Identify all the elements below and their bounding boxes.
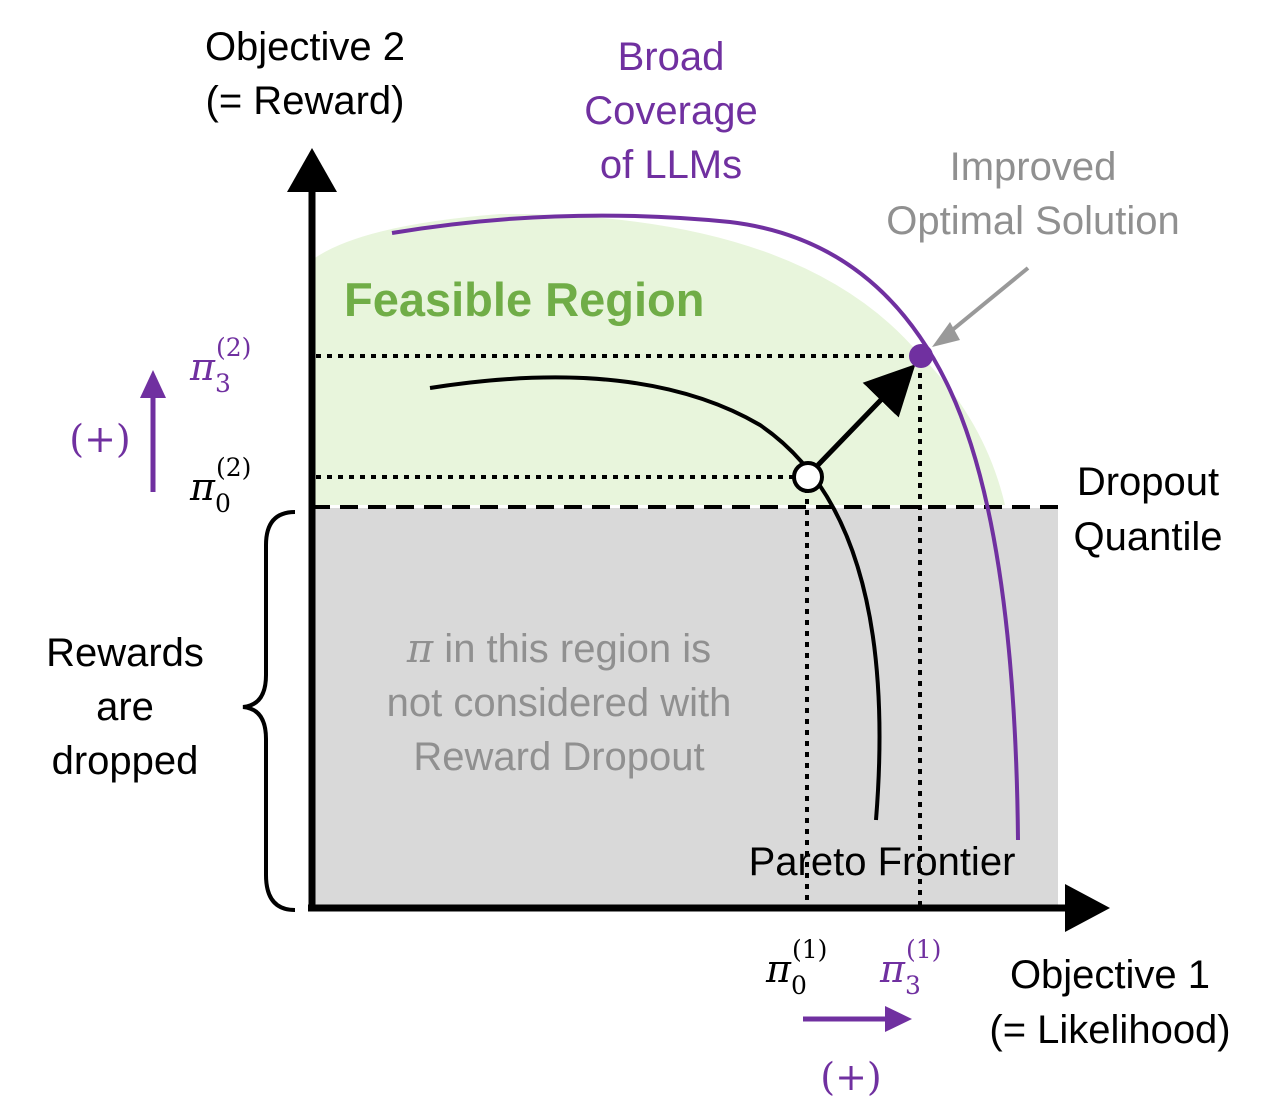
pi3-2-label: π [189,345,216,389]
dropped-region-fill [312,508,1058,908]
feasible-region-label: Feasible Region [344,273,704,326]
y-axis-title-line1: Objective 2 [205,25,405,69]
broad-coverage-curve [391,213,1020,841]
pi0-2-sub: 0 [215,489,231,518]
pi0-1-label: π [765,947,792,991]
y-axis-arrowhead [287,148,337,192]
improved-solution-label-1: Improved [950,145,1117,189]
improvement-arrow [816,364,916,467]
dropped-brace [242,510,296,912]
improved-solution-pointer [943,266,1030,338]
rewards-dropped-label-3: dropped [52,739,199,783]
improved-solution-label-2: Optimal Solution [886,199,1179,243]
pi3-point [909,344,933,368]
pi0-2-sup: (2) [216,453,251,482]
rewards-dropped-label-1: Rewards [46,631,204,675]
pi3-1-sup: (1) [906,935,941,964]
gray-region-text-1: π in this region is [406,626,711,672]
pi3-1-label: π [879,947,906,991]
broad-coverage-label-1: Broad [618,35,725,79]
x-plus-label: (+) [820,1055,882,1099]
gray-region-text-3: Reward Dropout [413,735,704,779]
dropout-quantile-label-1: Dropout [1077,460,1219,504]
pareto-frontier-label: Pareto Frontier [749,840,1016,884]
pareto-frontier-curve [429,375,882,821]
improved-solution-pointer-head [932,322,960,347]
rewards-dropped-label-2: are [96,685,154,729]
pi0-1-sub: 0 [791,971,807,1000]
pi3-1-sub: 3 [905,971,921,1000]
x-axis-title-line2: (= Likelihood) [989,1008,1230,1052]
pi3-2-sub: 3 [215,369,231,398]
dropout-quantile-label-2: Quantile [1074,515,1223,559]
feasible-region-fill [312,213,1005,505]
pi3-2-sup: (2) [216,333,251,362]
pi0-2-label: π [189,465,216,509]
broad-coverage-label-3: of LLMs [600,143,742,187]
broad-coverage-label-2: Coverage [584,89,757,133]
pi0-1-sup: (1) [792,935,827,964]
x-axis-arrowhead [1065,884,1110,932]
y-plus-arrowhead [140,370,166,398]
gray-region-text-2: not considered with [387,681,732,725]
y-axis-title-line2: (= Reward) [206,79,405,123]
x-axis-title-line1: Objective 1 [1010,953,1210,997]
x-plus-arrowhead [885,1006,912,1032]
pi0-point [792,461,824,493]
y-plus-label: (+) [69,417,131,461]
